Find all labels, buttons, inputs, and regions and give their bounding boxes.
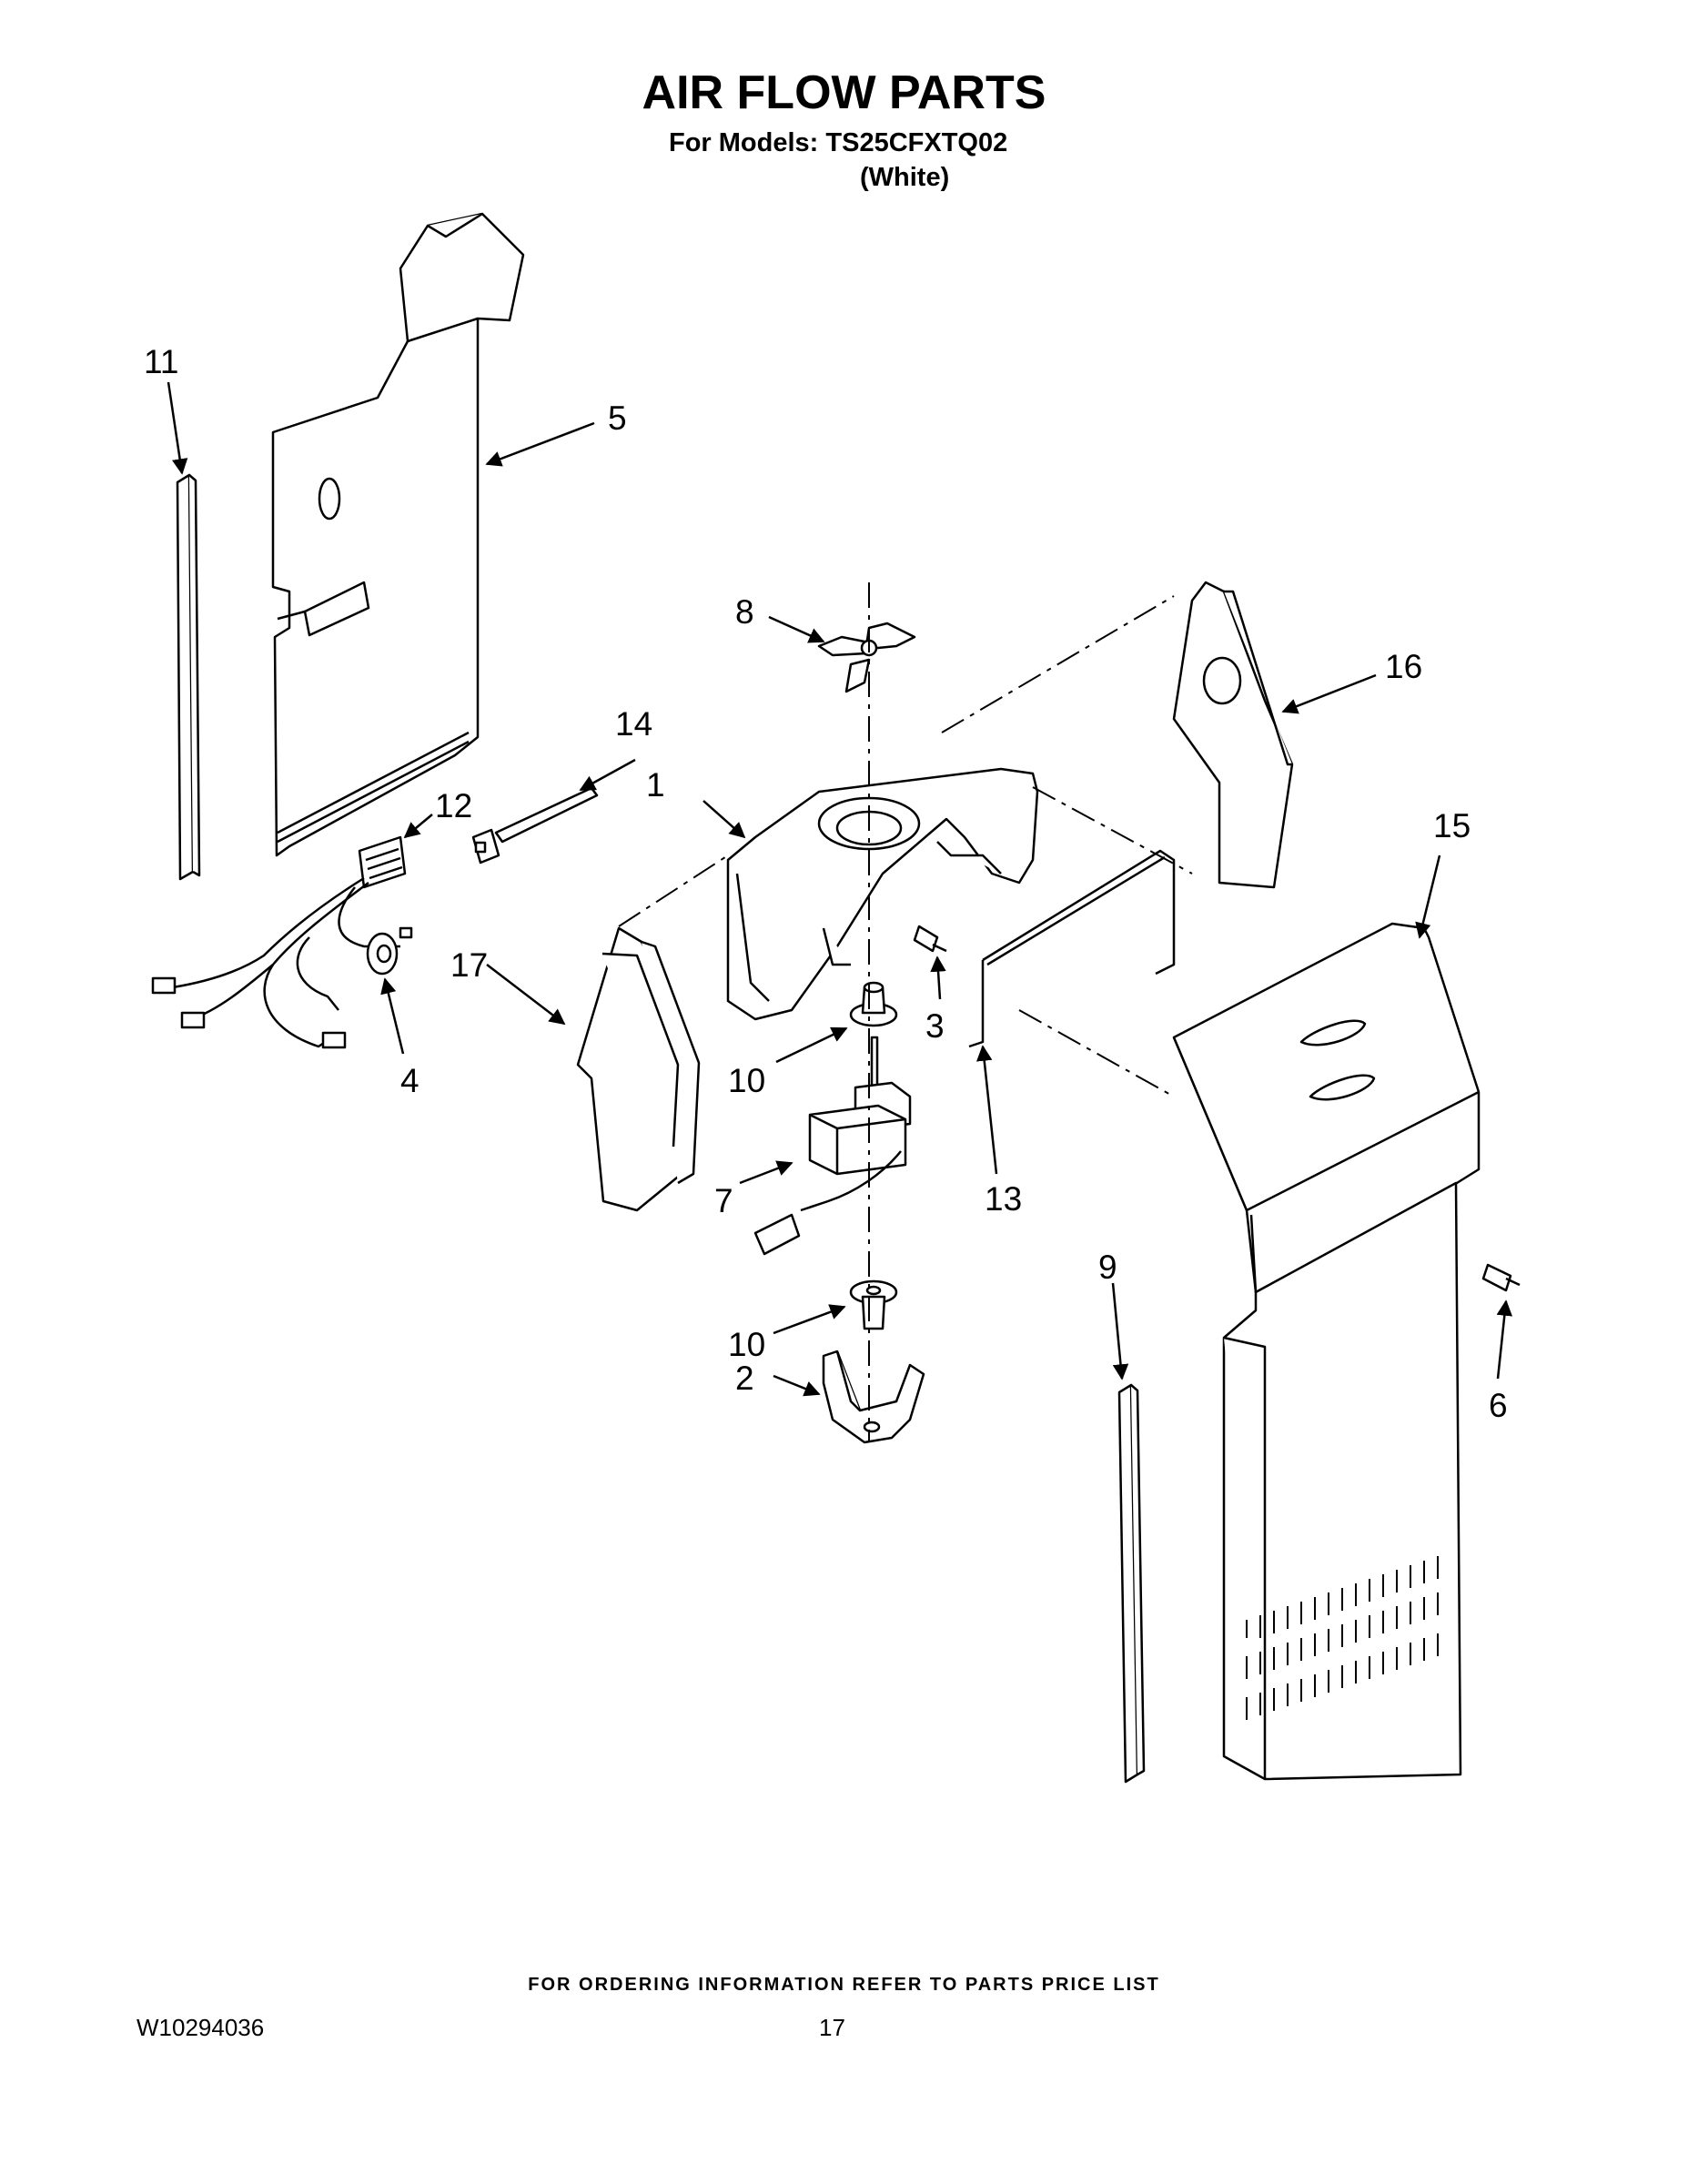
part-4-grommet bbox=[366, 926, 413, 976]
part-14-cable-tie bbox=[471, 786, 599, 864]
callout-3: 3 bbox=[925, 1007, 945, 1045]
callout-10-lower: 10 bbox=[728, 1326, 765, 1363]
part-6-screw bbox=[1481, 1263, 1521, 1292]
callout-leaders bbox=[167, 381, 1513, 1397]
part-2-motor-bracket bbox=[822, 1350, 925, 1444]
page-title: AIR FLOW PARTS bbox=[642, 66, 1046, 119]
page-number: 17 bbox=[819, 2014, 845, 2041]
part-15-evaporator-cover bbox=[1172, 922, 1481, 1781]
part-7-fan-motor bbox=[753, 1036, 912, 1256]
models-line: For Models: TS25CFXTQ02 bbox=[669, 128, 1008, 157]
callout-8: 8 bbox=[735, 593, 754, 631]
part-3-screw bbox=[913, 925, 947, 953]
part-5-air-duct bbox=[271, 212, 525, 857]
part-1-fan-shroud bbox=[726, 767, 1039, 1021]
ordering-note: FOR ORDERING INFORMATION REFER TO PARTS … bbox=[528, 1975, 1160, 1995]
callout-2: 2 bbox=[735, 1360, 754, 1397]
callout-15: 15 bbox=[1433, 807, 1471, 844]
assembly-lines bbox=[618, 582, 1193, 1442]
part-12-wire-harness bbox=[151, 835, 407, 1049]
part-11-gasket-strip bbox=[176, 473, 201, 881]
callout-16: 16 bbox=[1385, 648, 1422, 685]
part-16-side-panel bbox=[1172, 581, 1294, 889]
callout-4: 4 bbox=[400, 1062, 419, 1099]
callout-9: 9 bbox=[1098, 1249, 1117, 1286]
callout-14: 14 bbox=[615, 705, 652, 743]
document-number: W10294036 bbox=[136, 2014, 265, 2041]
part-13-wire-bracket bbox=[968, 849, 1176, 1048]
part-8-fan-blade bbox=[817, 622, 916, 693]
callout-labels: 1 2 3 4 5 6 7 8 9 10 10 11 12 13 14 15 1… bbox=[144, 343, 1508, 1424]
part-17-side-panel bbox=[576, 926, 701, 1212]
callout-6: 6 bbox=[1489, 1387, 1508, 1424]
part-10-motor-mount-upper bbox=[849, 981, 898, 1027]
model-variant: (White) bbox=[860, 163, 950, 192]
callout-11: 11 bbox=[144, 343, 178, 380]
callout-7: 7 bbox=[714, 1182, 733, 1219]
callout-12: 12 bbox=[435, 787, 472, 824]
callout-17: 17 bbox=[450, 946, 488, 984]
callout-5: 5 bbox=[608, 399, 627, 437]
callout-10-upper: 10 bbox=[728, 1062, 765, 1099]
part-9-gasket-strip bbox=[1117, 1383, 1146, 1784]
models-subtitle: For Models: TS25CFXTQ02 (White) bbox=[669, 126, 1007, 195]
part-10-motor-mount-lower bbox=[849, 1279, 898, 1330]
callout-13: 13 bbox=[985, 1180, 1022, 1218]
callout-1: 1 bbox=[646, 766, 665, 804]
